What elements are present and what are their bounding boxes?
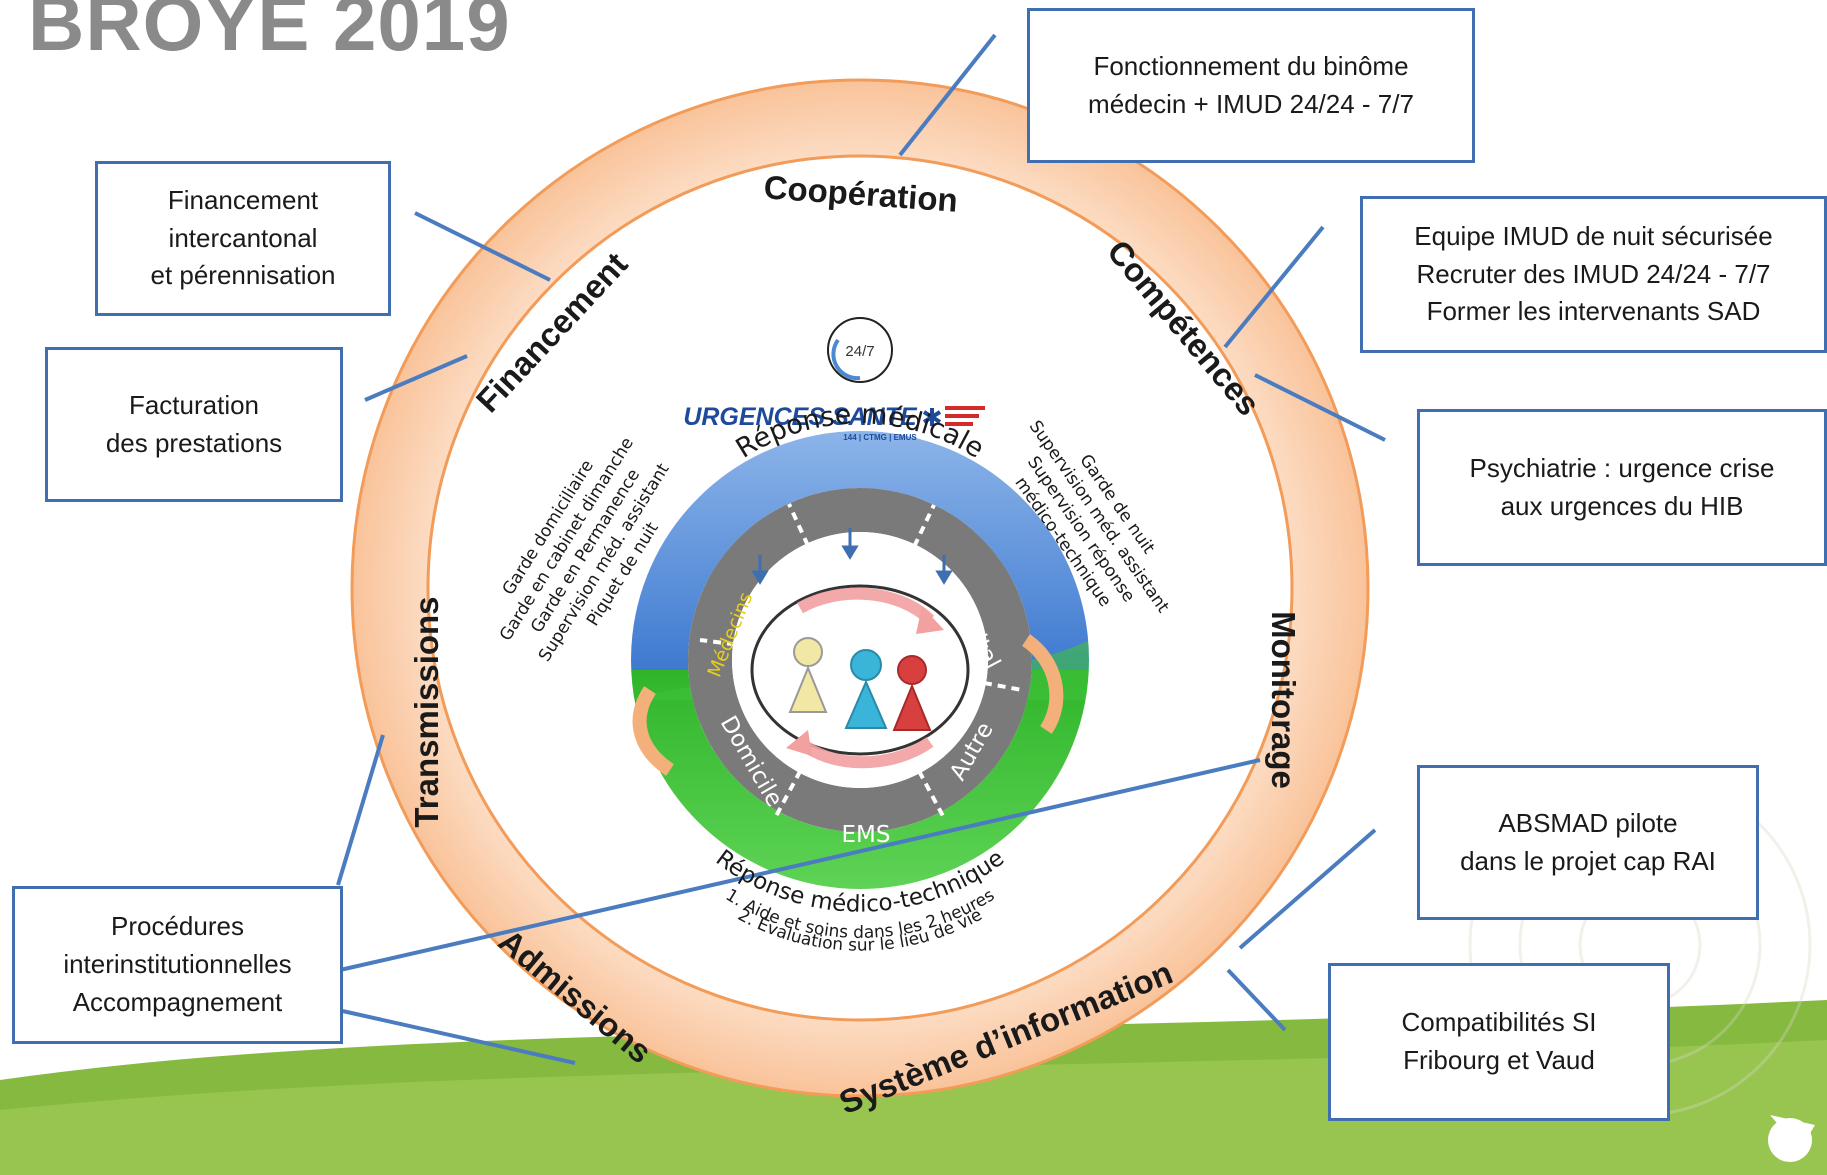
connector-cooperation	[898, 33, 997, 157]
down-arrows-icon	[751, 528, 953, 585]
box-line: et pérennisation	[150, 260, 336, 291]
box-line: Financement	[167, 184, 319, 215]
box-procedures: Procédures interinstitutionnelles Accomp…	[12, 886, 343, 1044]
box-facturation: Facturation des prestations	[45, 347, 343, 502]
segment-ems: EMS	[842, 822, 891, 848]
box-line: des prestations	[105, 427, 283, 458]
brand-name: URGENCES SANTE	[683, 403, 918, 431]
connector-financement-box	[414, 211, 551, 282]
flag-stripes-icon	[945, 406, 985, 426]
box-line: dans le projet cap RAI	[1460, 845, 1716, 876]
connector-facturation	[364, 354, 468, 402]
star-of-life-icon	[922, 408, 942, 426]
box-line: Fribourg et Vaud	[1403, 1045, 1595, 1075]
urgences-sante-logo: URGENCES SANTE 144 | CTMG | EMUS	[683, 403, 985, 442]
box-absmad: ABSMAD pilote dans le projet cap RAI	[1417, 765, 1759, 920]
connector-absmad	[1238, 828, 1377, 950]
box-line: ABSMAD pilote	[1498, 807, 1678, 838]
box-line: Equipe IMUD de nuit sécurisée	[1414, 220, 1773, 251]
connector-procedures-transmissions	[336, 734, 385, 886]
box-line: aux urgences du HIB	[1500, 490, 1744, 521]
clock-label: 24/7	[845, 343, 874, 360]
clock-24-7-icon: 24/7	[827, 317, 893, 383]
box-line: Compatibilités SI	[1401, 1007, 1597, 1038]
box-line: Recruter des IMUD 24/24 - 7/7	[1416, 258, 1771, 289]
box-fonctionnement: Fonctionnement du binôme médecin + IMUD …	[1027, 8, 1475, 163]
slide-title: BROYE 2019	[28, 0, 511, 67]
brand-sub: 144 | CTMG | EMUS	[843, 433, 917, 442]
box-line: Fonctionnement du binôme	[1093, 50, 1409, 81]
box-line: interinstitutionnelles	[63, 949, 292, 980]
orange-swap-arrows-right-icon	[1021, 634, 1064, 734]
corner-logo-icon	[1768, 1115, 1815, 1162]
box-financement: Financement intercantonal et pérennisati…	[95, 161, 391, 316]
connector-procedures-monitorage	[339, 758, 1261, 972]
box-line: intercantonal	[168, 222, 318, 253]
people-figures-icon	[788, 637, 932, 731]
box-line: Former les intervenants SAD	[1426, 296, 1761, 327]
box-line: médecin + IMUD 24/24 - 7/7	[1088, 88, 1414, 119]
box-compatibilites: Compatibilités SI Fribourg et Vaud	[1328, 963, 1670, 1121]
connector-lines	[336, 33, 1386, 1065]
connector-compatibilites	[1226, 968, 1287, 1032]
circular-arrows-icon	[796, 587, 935, 769]
ring-label-transmissions: Transmissions	[408, 596, 445, 827]
box-line: Facturation	[128, 389, 260, 420]
box-equipe: Equipe IMUD de nuit sécurisée Recruter d…	[1360, 196, 1827, 353]
ring-label-monitorage: Monitorage	[1265, 611, 1302, 789]
box-psychiatrie: Psychiatrie : urgence crise aux urgences…	[1417, 409, 1827, 566]
connector-psychiatrie	[1254, 373, 1386, 442]
connector-equipe	[1223, 225, 1325, 349]
connector-procedures-admissions	[337, 1008, 576, 1065]
center-disc	[629, 429, 1091, 891]
box-line: Accompagnement	[72, 986, 283, 1017]
orange-swap-arrows-left-icon	[632, 686, 675, 776]
box-line: Procédures	[111, 911, 244, 942]
box-line: Psychiatrie : urgence crise	[1469, 452, 1775, 483]
